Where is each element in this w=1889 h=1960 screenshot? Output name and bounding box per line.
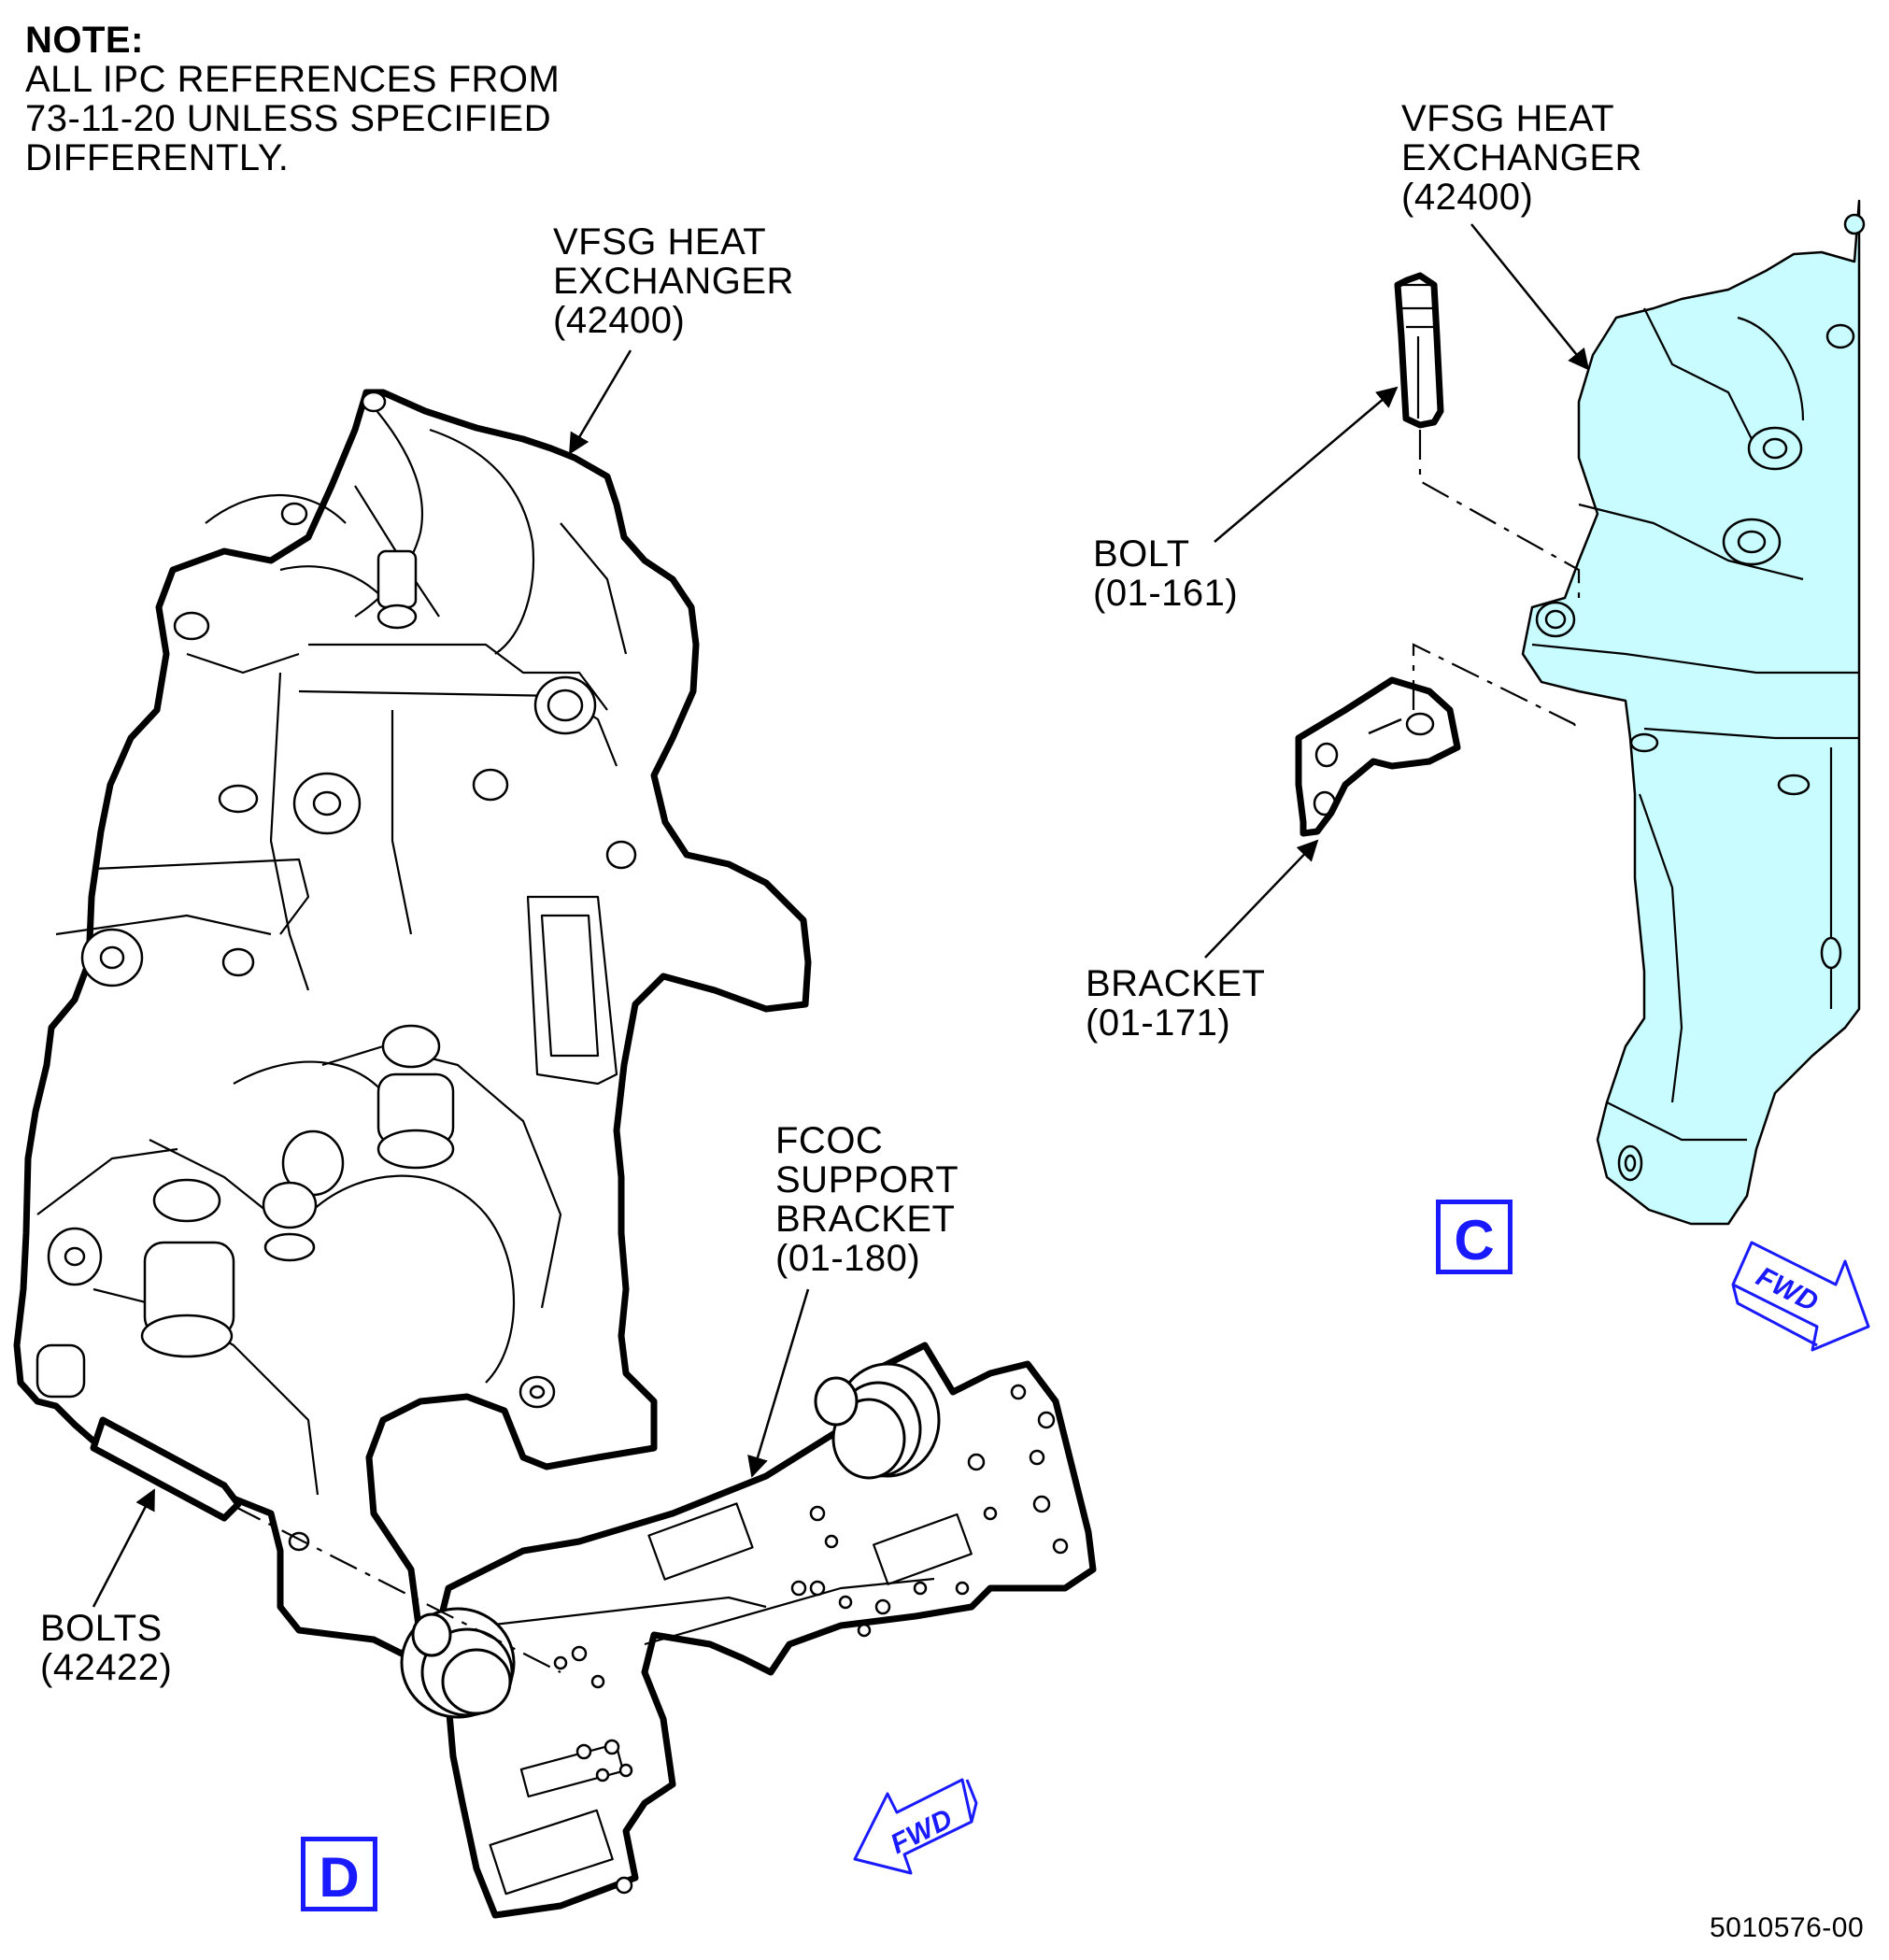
heat-exchanger-view-c <box>1521 199 1866 1226</box>
leader-lines <box>92 223 1590 1608</box>
label-line: BOLT <box>1093 533 1190 575</box>
label-line: (42422) <box>40 1647 173 1688</box>
label-bolt-c: BOLT (01-161) <box>1093 534 1238 613</box>
bolt-view-c <box>1394 272 1444 429</box>
note-line: 73-11-20 UNLESS SPECIFIED <box>25 98 552 139</box>
heat-exchanger-view-d <box>13 389 812 1657</box>
fwd-arrow-view-c-icon <box>1731 1241 1870 1352</box>
label-line: BOLTS <box>40 1608 163 1649</box>
label-line: BRACKET <box>1086 963 1266 1004</box>
label-line: BRACKET <box>775 1199 956 1240</box>
label-line: (42400) <box>553 300 686 341</box>
label-line: (01-161) <box>1093 573 1239 614</box>
label-fcoc-bracket-d: FCOC SUPPORT BRACKET (01-180) <box>775 1121 959 1278</box>
bracket-view-c <box>1295 676 1461 837</box>
fwd-arrow-view-d-icon <box>853 1778 978 1875</box>
label-line: (42400) <box>1401 177 1534 218</box>
label-heat-exchanger-c: VFSG HEAT EXCHANGER (42400) <box>1401 99 1642 217</box>
view-c-box: C <box>1436 1200 1513 1274</box>
note-line: DIFFERENTLY. <box>25 137 290 178</box>
label-line: (01-171) <box>1086 1002 1231 1044</box>
note-block: NOTE: ALL IPC REFERENCES FROM 73-11-20 U… <box>25 21 560 178</box>
note-line: ALL IPC REFERENCES FROM <box>25 59 561 100</box>
label-bracket-c: BRACKET (01-171) <box>1086 964 1265 1043</box>
note-title: NOTE: <box>25 20 144 61</box>
label-line: FCOC <box>775 1120 884 1161</box>
fcoc-support-bracket-view-d <box>400 1342 1097 1919</box>
label-line: VFSG HEAT <box>1401 98 1615 139</box>
label-line: (01-180) <box>775 1238 921 1279</box>
label-line: VFSG HEAT <box>553 221 767 263</box>
label-line: EXCHANGER <box>1401 137 1642 178</box>
label-line: EXCHANGER <box>553 261 794 302</box>
label-heat-exchanger-d: VFSG HEAT EXCHANGER (42400) <box>553 222 794 340</box>
alignment-lines <box>233 430 1581 1673</box>
label-line: SUPPORT <box>775 1159 959 1200</box>
figure-number: 5010576-00 <box>1710 1912 1865 1943</box>
view-d-box: D <box>301 1837 377 1911</box>
label-bolts-d: BOLTS (42422) <box>40 1609 172 1687</box>
